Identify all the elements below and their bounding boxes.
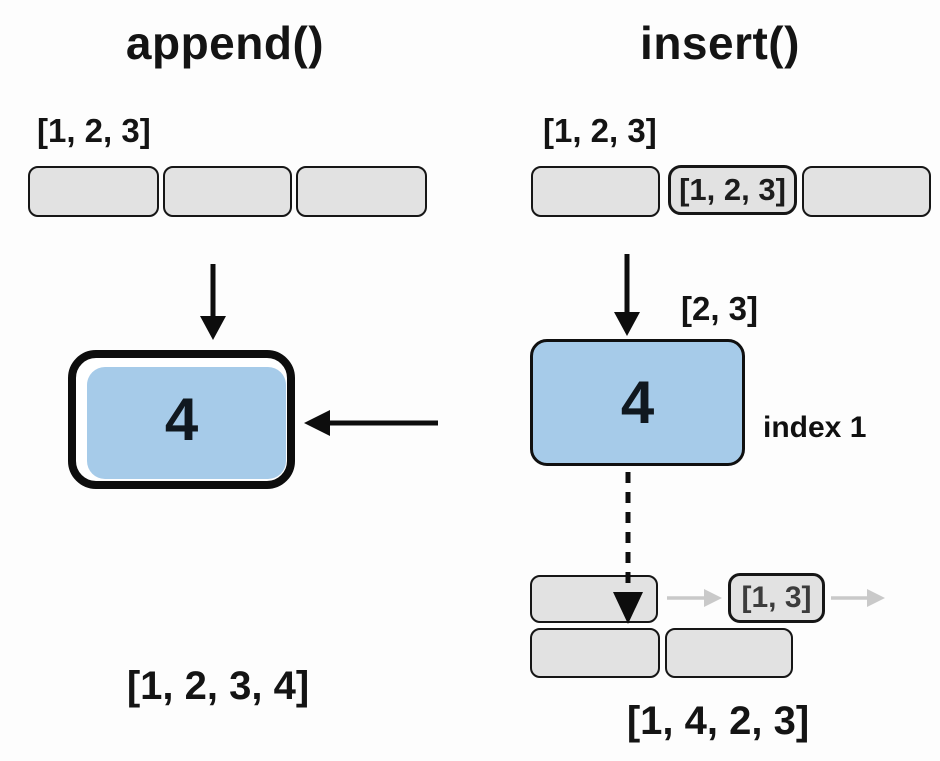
insert-down-arrow-icon [614, 254, 640, 336]
append-input-list-label: [1, 2, 3] [37, 112, 151, 149]
insert-input-list-label: [1, 2, 3] [543, 112, 657, 149]
insert-index-label: index 1 [763, 411, 867, 444]
append-left-arrow-icon [304, 410, 438, 436]
insert-result-cell-2 [665, 628, 793, 678]
append-list-cell-1 [28, 166, 159, 217]
insert-title: insert() [640, 17, 800, 69]
insert-value: 4 [620, 369, 655, 436]
insert-result-label: [1, 4, 2, 3] [626, 699, 810, 743]
insert-list-cell-1 [531, 166, 660, 217]
insert-list-cell-2: [1, 2, 3] [668, 165, 797, 215]
append-down-arrow-icon [200, 264, 226, 340]
insert-value-box: 4 [530, 339, 745, 466]
append-value-box: 4 [68, 350, 295, 489]
append-title: append() [125, 17, 325, 69]
insert-rest-label: [2, 3] [681, 290, 759, 327]
shift-right-arrow-icon-2 [831, 589, 885, 607]
insert-shift-cell-1 [530, 575, 658, 623]
insert-shifted-list-cell: [1, 3] [728, 573, 825, 623]
append-list-cell-2 [163, 166, 292, 217]
insert-list-cell-3 [802, 166, 931, 217]
append-value-box-fill [87, 367, 286, 479]
shift-right-arrow-icon-1 [667, 589, 722, 607]
append-result-label: [1, 2, 3, 4] [126, 664, 310, 708]
append-value: 4 [164, 386, 199, 453]
append-list-cell-3 [296, 166, 427, 217]
insert-result-cell-1 [530, 628, 660, 678]
